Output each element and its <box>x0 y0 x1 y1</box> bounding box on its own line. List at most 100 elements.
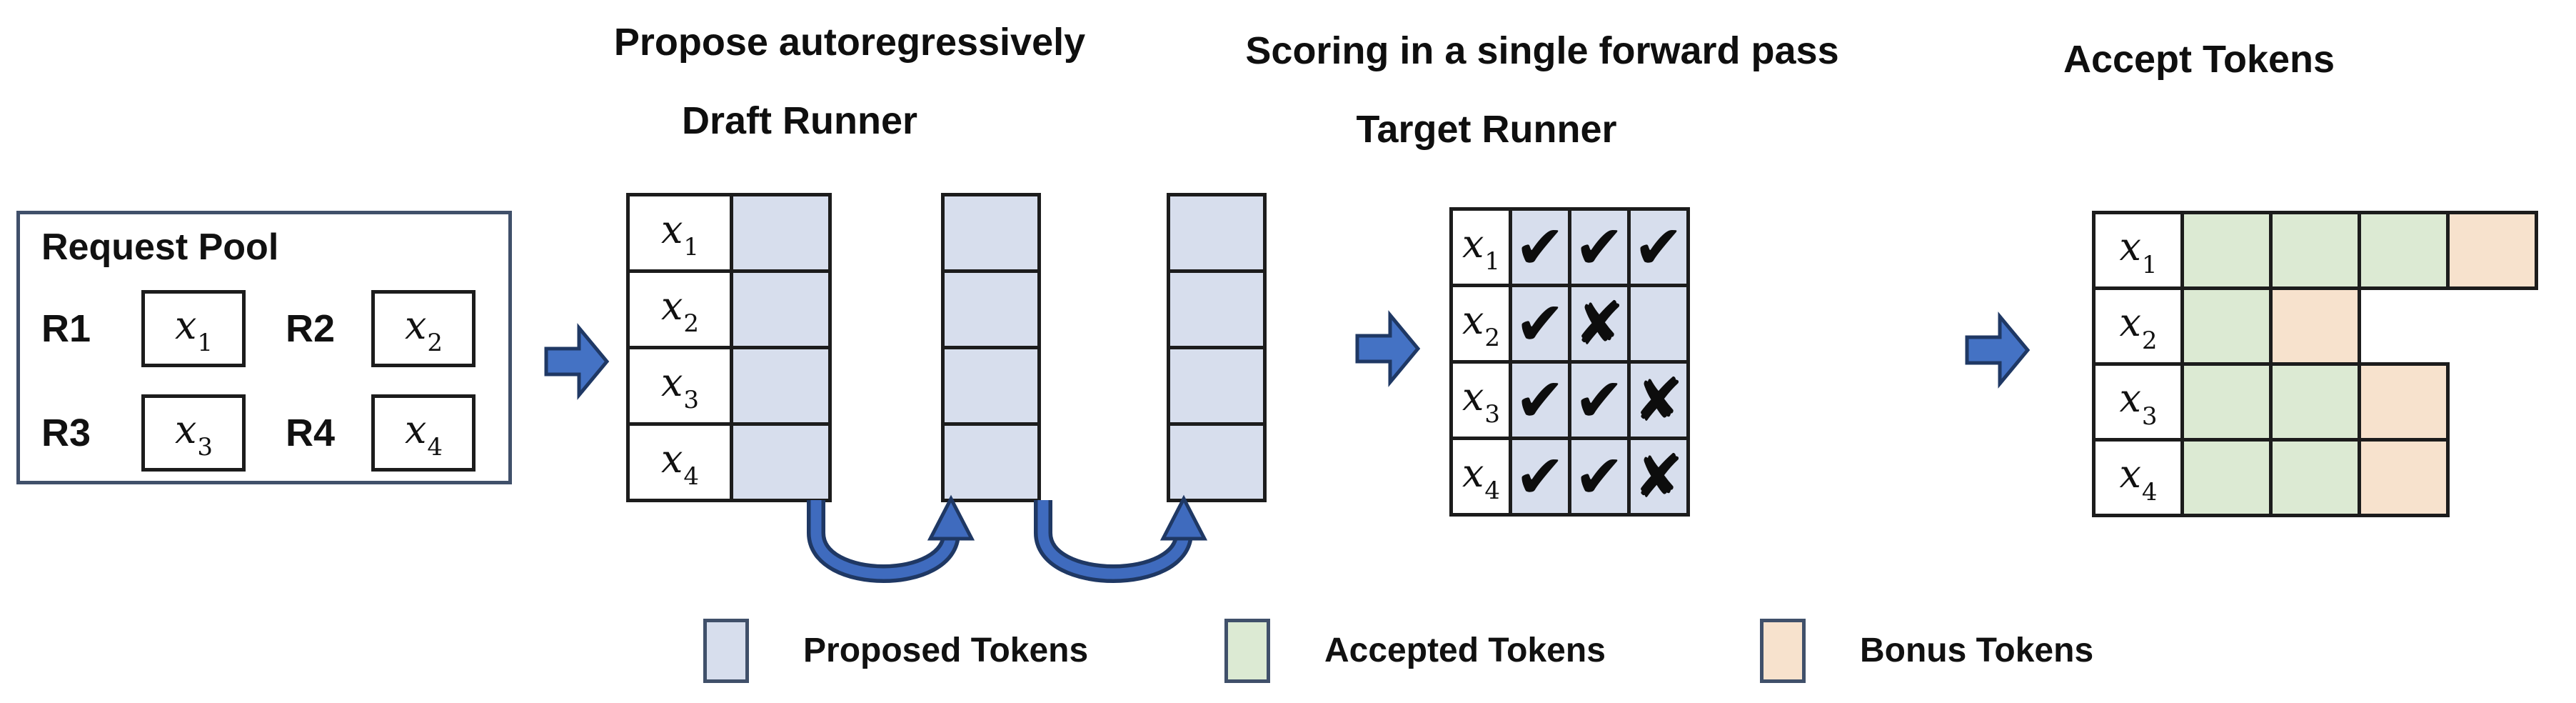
proposed-cell <box>941 346 1041 426</box>
check-cell: ✔ <box>1509 360 1571 440</box>
cross-icon: ✘ <box>1633 365 1684 435</box>
proposed-cell <box>1167 269 1267 349</box>
request-id-label: R3 <box>41 412 91 454</box>
proposed-cell <box>1167 346 1267 426</box>
legend-label-accepted: Accepted Tokens <box>1324 632 1606 669</box>
draft-step-column <box>941 193 1041 502</box>
check-cell: ✔ <box>1568 437 1631 517</box>
proposed-cell <box>941 193 1041 273</box>
accept-section-title: Accept Tokens <box>2063 38 2335 81</box>
cross-cell: ✘ <box>1627 360 1690 440</box>
proposed-cell <box>941 269 1041 349</box>
request-pool-title: Request Pool <box>41 226 279 268</box>
check-icon: ✔ <box>1514 442 1566 512</box>
bonus-cell <box>2358 362 2450 442</box>
proposed-cell <box>730 422 832 502</box>
check-cell: ✔ <box>1568 207 1631 287</box>
target-row-label: x3 <box>1449 360 1512 440</box>
accepted-cell <box>2269 438 2361 517</box>
token-label: x3 <box>2119 376 2158 431</box>
flow-arrow-icon <box>1965 311 2031 389</box>
token-label: x1 <box>2119 224 2158 279</box>
accepted-cell <box>2180 211 2273 290</box>
proposed-cell <box>730 193 832 273</box>
cross-icon: ✘ <box>1633 442 1684 512</box>
draft-runner-title: Draft Runner <box>681 99 918 142</box>
accept-row-label: x2 <box>2092 286 2184 366</box>
check-icon: ✔ <box>1574 212 1625 282</box>
request-id-label: R4 <box>286 412 336 454</box>
token-label: x2 <box>2119 300 2158 355</box>
bonus-cell <box>2446 211 2538 290</box>
draft-row-label: x4 <box>626 422 733 502</box>
request-token-box: x4 <box>371 394 476 472</box>
token-label: x4 <box>2119 452 2158 507</box>
draft-row: x4 <box>626 422 832 502</box>
accept-row: x3 <box>2092 362 2538 442</box>
token-label: x2 <box>1461 297 1501 353</box>
check-cell: ✔ <box>1509 207 1571 287</box>
proposed-cell <box>941 422 1041 502</box>
token-label: x1 <box>1461 221 1501 276</box>
target-section-title: Scoring in a single forward pass <box>1245 29 1839 72</box>
draft-row-label: x1 <box>626 193 733 273</box>
request-id-label: R1 <box>41 307 91 350</box>
draft-row-label: x3 <box>626 346 733 426</box>
accept-row: x1 <box>2092 211 2538 290</box>
request-token-box: x3 <box>141 394 246 472</box>
accepted-cell <box>2269 362 2361 442</box>
check-cell: ✔ <box>1509 284 1571 364</box>
legend-swatch-bonus <box>1760 619 1806 683</box>
legend-label-bonus: Bonus Tokens <box>1860 632 2094 669</box>
request-id-label: R2 <box>286 307 336 350</box>
accept-row-label: x3 <box>2092 362 2184 442</box>
token-label: x3 <box>1461 374 1501 429</box>
check-icon: ✔ <box>1514 212 1566 282</box>
autoregressive-loop-arrow-icon <box>807 494 975 583</box>
bonus-cell <box>2269 286 2361 366</box>
check-cell: ✔ <box>1568 360 1631 440</box>
draft-section-title: Propose autoregressively <box>613 21 1086 64</box>
request-token-box: x1 <box>141 290 246 367</box>
check-icon: ✔ <box>1574 365 1625 435</box>
empty-proposed-cell <box>1627 284 1690 364</box>
legend-swatch-accepted <box>1224 619 1270 683</box>
bonus-cell <box>2358 438 2450 517</box>
target-row-label: x4 <box>1449 437 1512 517</box>
cross-cell: ✘ <box>1627 437 1690 517</box>
proposed-cell <box>730 269 832 349</box>
target-row: x3✔✔✘ <box>1449 360 1690 440</box>
target-row-label: x1 <box>1449 207 1512 287</box>
request-token-box: x2 <box>371 290 476 367</box>
accept-row: x2 <box>2092 286 2538 366</box>
target-table: x1✔✔✔x2✔✘x3✔✔✘x4✔✔✘ <box>1449 207 1690 517</box>
autoregressive-loop-arrow-icon <box>1034 494 1208 583</box>
flow-arrow-icon <box>544 323 610 400</box>
proposed-cell <box>730 346 832 426</box>
accepted-cell <box>2180 438 2273 517</box>
check-cell: ✔ <box>1509 437 1571 517</box>
token-label: x2 <box>404 302 443 358</box>
proposed-cell <box>1167 422 1267 502</box>
token-label: x1 <box>660 206 700 262</box>
target-runner-title: Target Runner <box>1356 108 1617 151</box>
legend-swatch-proposed <box>703 619 749 683</box>
target-row: x4✔✔✘ <box>1449 437 1690 517</box>
draft-step-column <box>1167 193 1267 502</box>
cross-cell: ✘ <box>1568 284 1631 364</box>
check-cell: ✔ <box>1627 207 1690 287</box>
draft-row-label: x2 <box>626 269 733 349</box>
target-row: x1✔✔✔ <box>1449 207 1690 287</box>
cross-icon: ✘ <box>1574 289 1625 359</box>
accept-table: x1 x2 x3 x4 <box>2092 211 2538 517</box>
accepted-cell <box>2358 211 2450 290</box>
check-icon: ✔ <box>1514 365 1566 435</box>
draft-row: x3 <box>626 346 832 426</box>
flow-arrow-icon <box>1355 310 1421 387</box>
token-label: x4 <box>660 436 700 492</box>
token-label: x4 <box>404 407 443 462</box>
proposed-cell <box>1167 193 1267 273</box>
target-row: x2✔✘ <box>1449 284 1690 364</box>
